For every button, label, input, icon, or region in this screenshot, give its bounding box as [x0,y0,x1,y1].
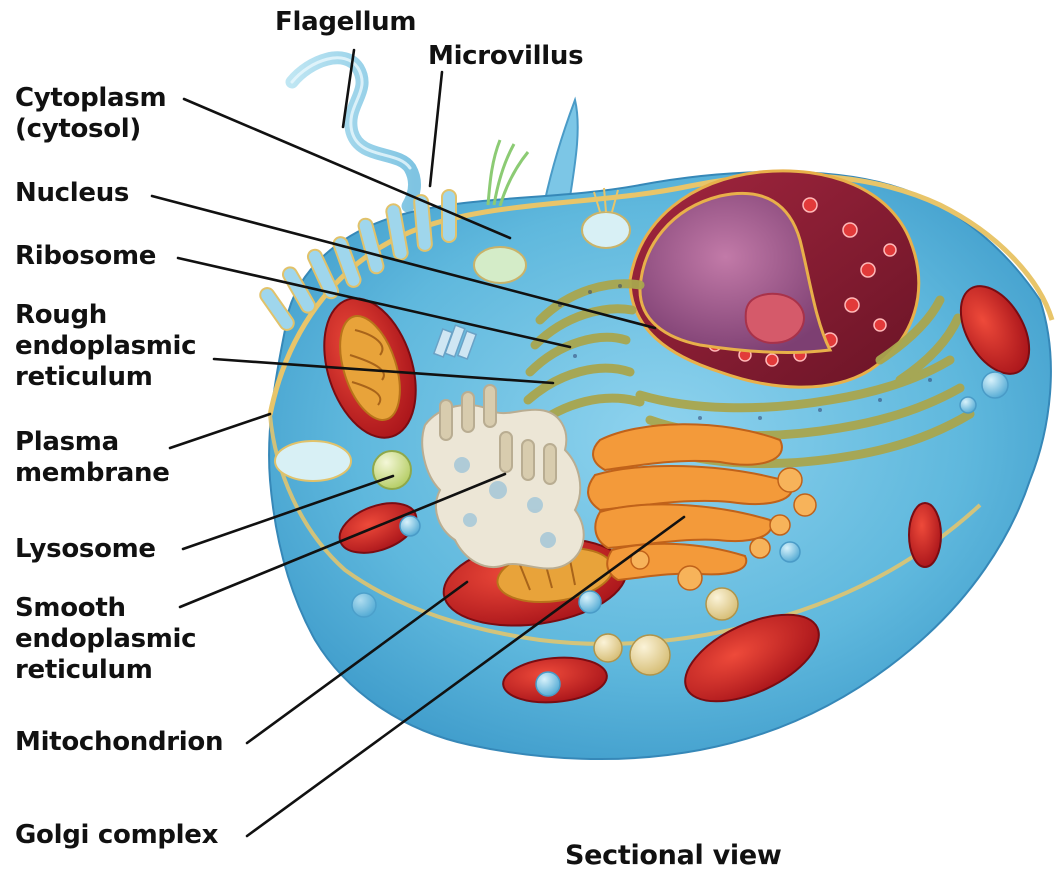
label-smooth-er-line-1: Smooth [15,593,196,624]
label-microvillus: Microvillus [428,41,583,72]
lysosome [373,451,411,489]
label-mitochondrion: Mitochondrion [15,727,223,758]
label-plasma-membrane: Plasma membrane [15,427,170,489]
label-cytoplasm-line-1: Cytoplasm [15,83,166,114]
caption-sectional-view: Sectional view [565,840,781,871]
label-smooth-er: Smooth endoplasmic reticulum [15,593,196,686]
label-smooth-er-line-3: reticulum [15,655,196,686]
label-plasma-membrane-line-2: membrane [15,458,170,489]
label-nucleus: Nucleus [15,178,129,209]
label-ribosome: Ribosome [15,241,156,272]
label-rough-er-line-3: reticulum [15,362,196,393]
label-cytoplasm-line-2: (cytosol) [15,114,166,145]
label-rough-er-line-1: Rough [15,300,196,331]
label-lysosome: Lysosome [15,534,156,565]
label-plasma-membrane-line-1: Plasma [15,427,170,458]
label-rough-er: Rough endoplasmic reticulum [15,300,196,393]
nucleolus [746,294,804,343]
label-golgi-complex: Golgi complex [15,820,218,851]
label-flagellum: Flagellum [275,7,416,38]
label-cytoplasm: Cytoplasm (cytosol) [15,83,166,145]
label-rough-er-line-2: endoplasmic [15,331,196,362]
label-smooth-er-line-2: endoplasmic [15,624,196,655]
